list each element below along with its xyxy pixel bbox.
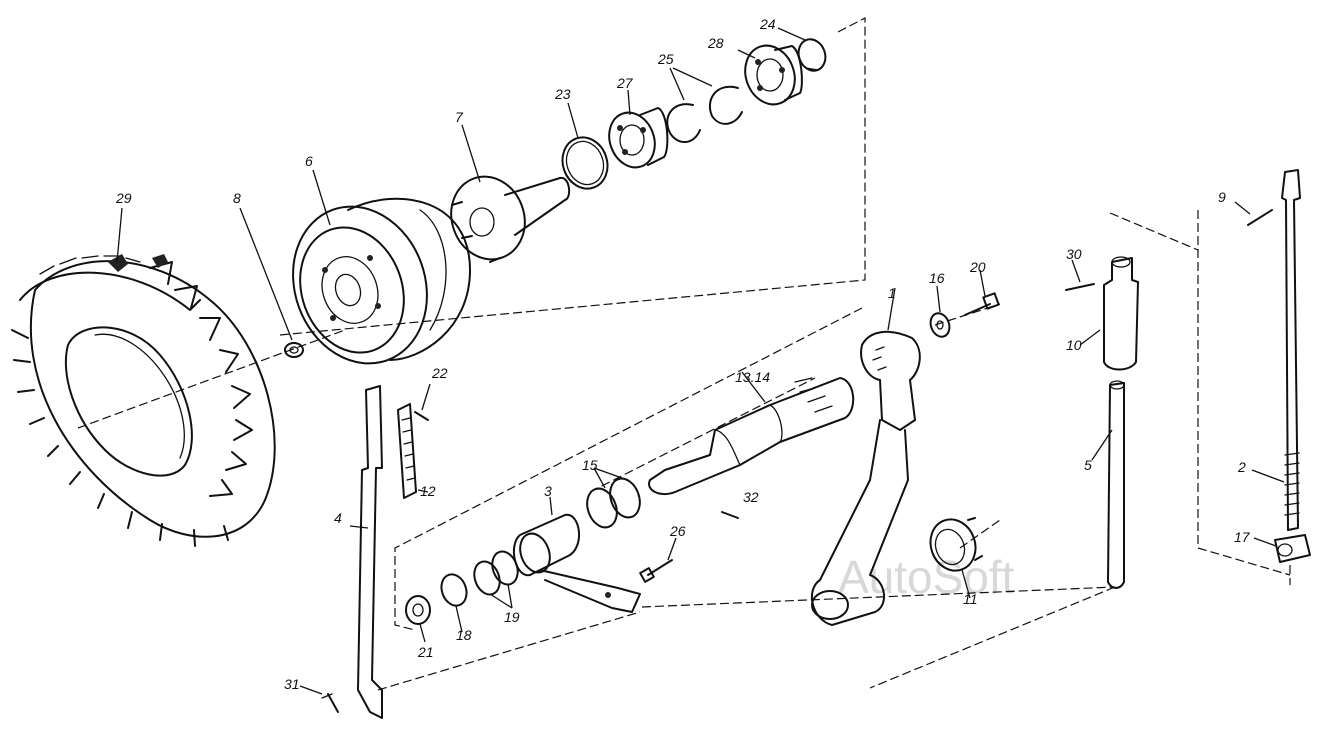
- label-31: 31: [284, 676, 300, 692]
- label-22: 22: [431, 365, 448, 381]
- watermark-text: AutoSoft: [838, 551, 1015, 603]
- label-7: 7: [455, 109, 464, 125]
- castle-nut: [405, 595, 431, 643]
- label-13-14: 13.14: [735, 369, 770, 385]
- wheel-rim: [292, 169, 471, 365]
- label-10: 10: [1066, 337, 1082, 353]
- scale-plate: [397, 403, 429, 499]
- label-30: 30: [1066, 246, 1082, 262]
- cap-11: [929, 517, 983, 599]
- adjuster-rod: [1091, 380, 1125, 589]
- label-4: 4: [334, 510, 342, 526]
- label-27: 27: [616, 75, 634, 91]
- label-12: 12: [420, 483, 436, 499]
- bolt-20: [964, 269, 1000, 316]
- label-26: 26: [669, 523, 686, 539]
- wheel-hub: [450, 124, 571, 263]
- block-17: [1253, 534, 1311, 563]
- label-15: 15: [582, 457, 598, 473]
- snap-ring: [777, 27, 827, 72]
- pin-30: [1065, 259, 1095, 291]
- threaded-rod: [1251, 169, 1301, 531]
- washer-18: [440, 573, 468, 633]
- label-23: 23: [554, 86, 571, 102]
- label-2: 2: [1237, 459, 1246, 475]
- splined-axle: [648, 371, 855, 496]
- label-5: 5: [1084, 457, 1092, 473]
- label-20: 20: [969, 259, 986, 275]
- label-16: 16: [929, 270, 945, 286]
- part-labels: 29 8 6 7 23 27 25 28 24 22 12 4 31 21 18…: [115, 16, 1251, 692]
- screw-22: [414, 383, 431, 421]
- label-1: 1: [888, 285, 896, 301]
- label-3: 3: [544, 483, 552, 499]
- label-25: 25: [657, 51, 674, 67]
- label-18: 18: [456, 627, 472, 643]
- label-9: 9: [1218, 189, 1226, 205]
- retaining-rings: [666, 67, 743, 143]
- pin-9: [1234, 201, 1273, 226]
- lever-bracket: [512, 496, 641, 613]
- tire: [11, 207, 276, 547]
- label-19: 19: [504, 609, 520, 625]
- label-8: 8: [233, 190, 241, 206]
- label-32: 32: [743, 489, 759, 505]
- adjuster-sleeve: [1079, 256, 1139, 371]
- ball-bearing-outer: [737, 44, 803, 106]
- pin-32: [721, 511, 739, 519]
- label-11: 11: [963, 591, 978, 607]
- label-6: 6: [305, 153, 313, 169]
- ball-bearing-inner: [608, 89, 669, 169]
- label-24: 24: [759, 16, 776, 32]
- rings-15: [586, 467, 641, 529]
- seal-ring: [561, 102, 609, 190]
- label-29: 29: [115, 190, 132, 206]
- cotter-pin: [299, 685, 339, 713]
- washer-16: [929, 285, 951, 338]
- wheel-nut: [239, 207, 304, 358]
- crank-arm: [811, 287, 921, 626]
- assembly-lines: [77, 17, 1291, 691]
- label-28: 28: [707, 35, 724, 51]
- bolt-26: [639, 537, 677, 583]
- long-link-rod: [349, 385, 383, 719]
- label-17: 17: [1234, 529, 1251, 545]
- label-21: 21: [417, 644, 434, 660]
